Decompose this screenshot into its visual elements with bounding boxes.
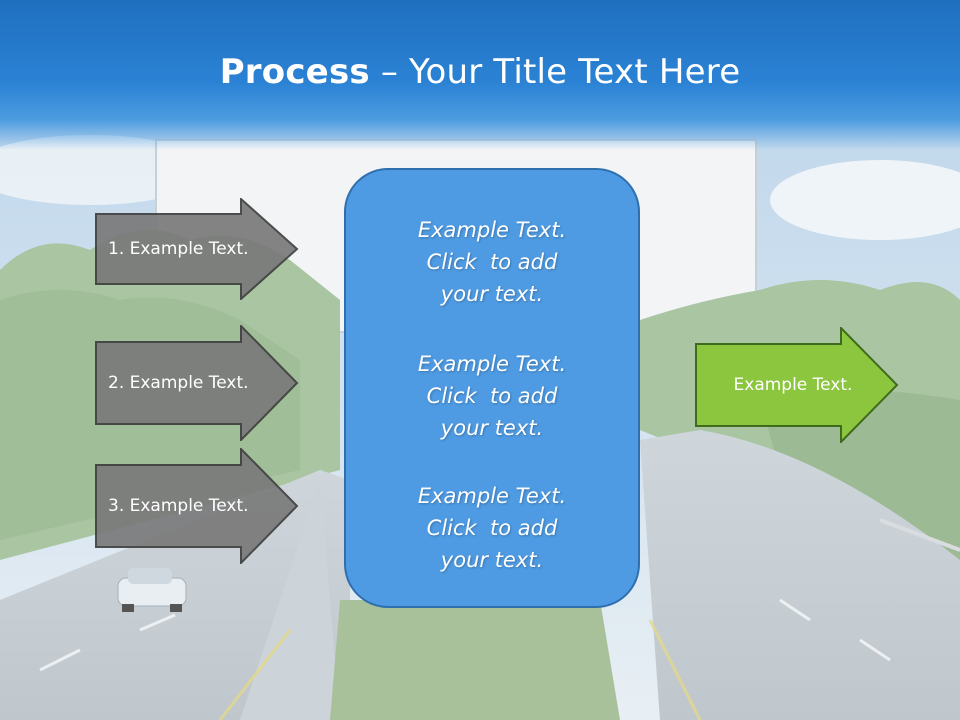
left-arrow-2-label: 2. Example Text. — [108, 373, 249, 393]
left-arrow-1-label: 1. Example Text. — [108, 239, 249, 259]
slide-title[interactable]: Process – Your Title Text Here — [0, 52, 960, 92]
left-arrow-3[interactable]: 3. Example Text. — [95, 448, 299, 564]
arrow-right-shape — [695, 327, 899, 443]
text-block-3-line-2: Click to add — [426, 516, 558, 540]
text-block-2-line-1: Example Text. — [417, 352, 567, 376]
arrow-right-shape — [95, 325, 299, 441]
text-block-1-line-1: Example Text. — [417, 218, 567, 242]
title-rest-part: – Your Title Text Here — [369, 52, 741, 92]
title-bar — [0, 0, 960, 150]
text-block-1: Example Text. Click to add your text. — [346, 214, 638, 310]
center-text-box[interactable]: Example Text. Click to add your text. Ex… — [344, 168, 640, 608]
text-block-3-line-3: your text. — [440, 548, 544, 572]
arrow-right-shape — [95, 198, 299, 300]
title-bold-part: Process — [219, 52, 370, 92]
text-block-1-line-3: your text. — [440, 282, 544, 306]
arrow-right-shape — [95, 448, 299, 564]
left-arrow-2[interactable]: 2. Example Text. — [95, 325, 299, 441]
left-arrow-1[interactable]: 1. Example Text. — [95, 198, 299, 300]
text-block-3: Example Text. Click to add your text. — [346, 480, 638, 576]
car-image — [117, 568, 187, 612]
text-block-2: Example Text. Click to add your text. — [346, 348, 638, 444]
right-arrow-label: Example Text. — [733, 375, 853, 395]
text-block-2-line-2: Click to add — [426, 384, 558, 408]
right-arrow[interactable]: Example Text. — [695, 327, 899, 443]
text-block-1-line-2: Click to add — [426, 250, 558, 274]
left-arrow-3-label: 3. Example Text. — [108, 496, 249, 516]
text-block-2-line-3: your text. — [440, 416, 544, 440]
text-block-3-line-1: Example Text. — [417, 484, 567, 508]
